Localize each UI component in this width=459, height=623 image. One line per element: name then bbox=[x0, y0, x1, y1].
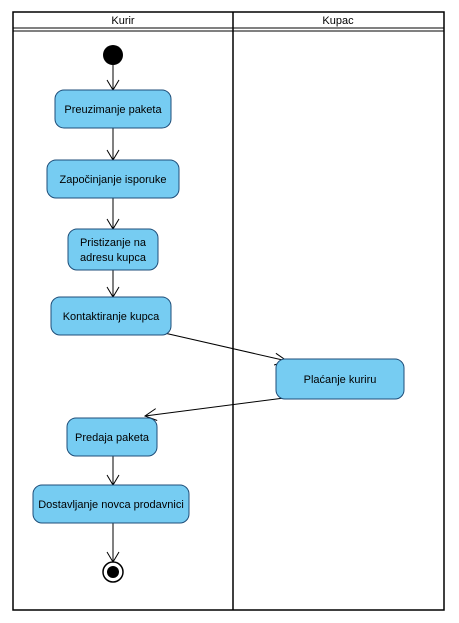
action-kontaktiranje-kupca: Kontaktiranje kupca bbox=[50, 296, 172, 336]
action-label: Plaćanje kuriru bbox=[304, 374, 377, 386]
action-shape bbox=[54, 89, 172, 129]
final-node-inner bbox=[107, 566, 119, 578]
action-label-line-1: Pristizanje na bbox=[80, 237, 147, 249]
flow-placanje-predaja bbox=[144, 396, 293, 417]
action-placanje-kuriru: Plaćanje kuriru bbox=[275, 358, 405, 400]
action-preuzimanje-paketa: Preuzimanje paketa bbox=[54, 89, 172, 129]
action-label: Kontaktiranje kupca bbox=[63, 311, 160, 323]
action-shape bbox=[50, 296, 172, 336]
action-pristizanje-na-adresu-kupca: Pristizanje na adresu kupca bbox=[67, 228, 159, 271]
action-shape bbox=[32, 484, 190, 524]
lane-label-kurir: Kurir bbox=[111, 15, 135, 27]
action-shape bbox=[46, 159, 180, 199]
action-label: Započinjanje isporuke bbox=[59, 174, 166, 186]
action-dostavljanje-novca-prodavnici: Dostavljanje novca prodavnici bbox=[32, 484, 190, 524]
action-shape bbox=[66, 417, 158, 457]
initial-node bbox=[103, 45, 123, 65]
action-label: Preuzimanje paketa bbox=[64, 104, 162, 116]
action-shape bbox=[275, 358, 405, 400]
action-zapocinjanje-isporuke: Započinjanje isporuke bbox=[46, 159, 180, 199]
action-label: Predaja paketa bbox=[75, 432, 150, 444]
lane-label-kupac: Kupac bbox=[322, 15, 354, 27]
action-label-line-2: adresu kupca bbox=[80, 252, 147, 264]
action-predaja-paketa: Predaja paketa bbox=[66, 417, 158, 457]
flow-kontaktiranje-placanje bbox=[159, 331, 288, 362]
action-label: Dostavljanje novca prodavnici bbox=[38, 499, 184, 511]
final-node bbox=[102, 561, 124, 583]
action-shape bbox=[67, 228, 159, 271]
